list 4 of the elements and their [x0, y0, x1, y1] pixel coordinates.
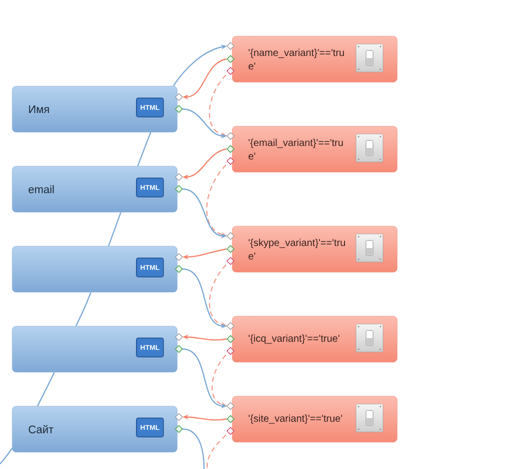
process-box [12, 246, 178, 292]
connector-line [182, 428, 205, 469]
connector-line [206, 434, 226, 469]
process-box [12, 326, 178, 372]
